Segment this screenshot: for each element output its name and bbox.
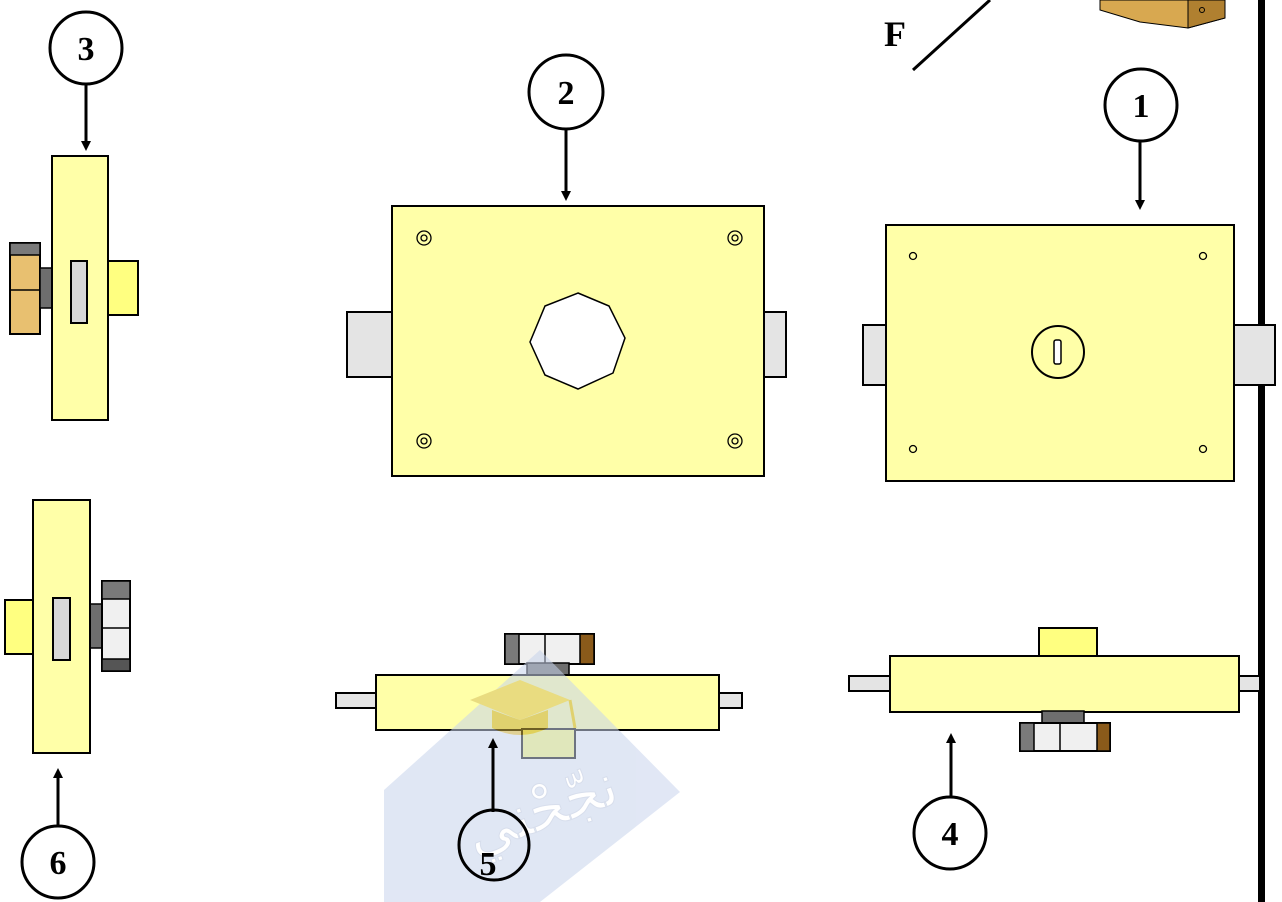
octagonal-hole <box>529 292 626 390</box>
callout-number: 4 <box>942 816 959 853</box>
callout-number: 2 <box>558 75 575 112</box>
view-1: 1 <box>862 67 1276 482</box>
shaft-right <box>1232 324 1276 386</box>
nut <box>504 633 595 665</box>
callout-circle <box>527 53 605 131</box>
view-2: 2 <box>346 53 787 477</box>
view-6: 6 <box>4 499 131 900</box>
nut-brown-face <box>1096 722 1111 752</box>
body-bottom <box>889 655 1240 713</box>
sheet-border <box>1258 0 1265 902</box>
shaft-right <box>763 311 787 378</box>
screw-holes <box>416 230 743 449</box>
latch-slot <box>52 597 71 661</box>
callout-circle <box>457 808 531 882</box>
boss <box>1038 627 1098 658</box>
view-4: 4 <box>848 627 1261 871</box>
direction-line <box>911 0 992 72</box>
callout-number: 1 <box>1133 88 1150 125</box>
direction-label: F <box>884 14 906 54</box>
latch-slot <box>70 260 88 324</box>
boss <box>4 599 36 655</box>
callout-circle <box>48 10 124 86</box>
shaft-left <box>848 675 892 692</box>
nut-brown-face <box>579 633 595 665</box>
callout-number: 3 <box>78 31 95 68</box>
graduation-cap-icon <box>470 680 577 735</box>
body-plate <box>391 205 765 477</box>
callout-circle <box>912 795 988 871</box>
shaft-left <box>335 692 379 709</box>
view-5-callout: 5 <box>457 738 531 883</box>
isometric-fragment <box>1099 0 1226 29</box>
shaft-right <box>717 692 743 709</box>
nut <box>9 242 41 335</box>
view-3: 3 <box>9 10 139 421</box>
nut-dark-face <box>101 580 131 600</box>
nut-dark-face <box>101 658 131 672</box>
shaft-right <box>1237 675 1261 692</box>
callout-number: 6 <box>50 845 67 882</box>
boss <box>106 260 139 316</box>
shaft-left <box>862 324 888 386</box>
shaft-left <box>346 311 394 378</box>
callout-number: 5 <box>480 846 497 883</box>
screw-holes <box>908 251 1208 454</box>
nut-dark-face <box>9 242 41 256</box>
key-slot <box>1053 339 1062 365</box>
nut-shank <box>88 603 104 649</box>
callout-circle <box>1103 67 1179 143</box>
nut-dark-face <box>1019 722 1035 752</box>
nut <box>1019 722 1111 752</box>
nut-dark-face <box>504 633 520 665</box>
callout-circle <box>20 824 96 900</box>
